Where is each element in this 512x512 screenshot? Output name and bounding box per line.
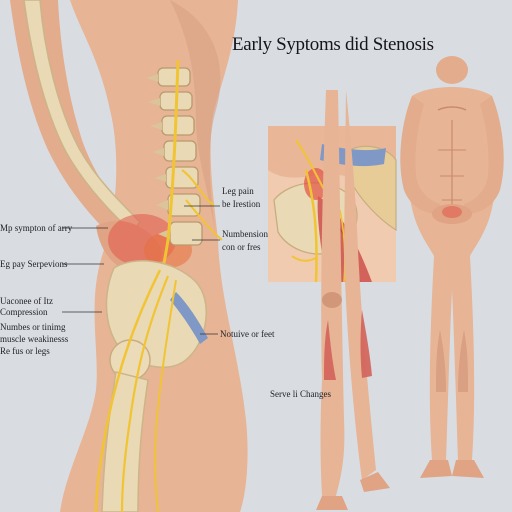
- label-leg-pain: Leg pain: [222, 186, 254, 196]
- label-mp-symptom: Mp sympton of arry: [0, 223, 73, 233]
- sciatic-nerve-1: [94, 269, 162, 512]
- sciatic-nerve-2: [120, 275, 170, 512]
- label-muscle-weakness: muscle weakinesss: [0, 334, 69, 344]
- middle-legs-figure: [316, 90, 390, 510]
- neck: [436, 56, 468, 84]
- label-refus: Re fus or legs: [0, 346, 50, 356]
- blue-band: [170, 292, 208, 344]
- front-right-arm: [464, 96, 504, 214]
- left-torso-figure: [10, 0, 248, 512]
- label-serve: Serve li Changes: [270, 389, 331, 399]
- zoom-nerve-1: [304, 169, 318, 283]
- label-numbes: Numbes or tinimg: [0, 322, 66, 332]
- front-left-arm: [400, 96, 440, 214]
- zoom-nerve-3: [291, 255, 317, 262]
- label-notuive: Notuive or feet: [220, 329, 275, 339]
- page-title: Early Syptoms did Stenosis: [232, 34, 434, 55]
- label-be-irestion: be Irestion: [222, 199, 261, 209]
- label-eg-pay: Eg pay Serpevions: [0, 259, 68, 269]
- front-legs: [429, 256, 475, 462]
- label-con-or-fres: con or fres: [222, 242, 261, 252]
- right-leg: [344, 90, 376, 480]
- label-numbension: Numbension: [222, 229, 268, 239]
- label-compression: Compression: [0, 307, 48, 317]
- sciatic-nerve-3: [154, 279, 177, 512]
- right-front-figure: [400, 56, 504, 478]
- label-uaconee: Uaconee of Itz: [0, 296, 53, 306]
